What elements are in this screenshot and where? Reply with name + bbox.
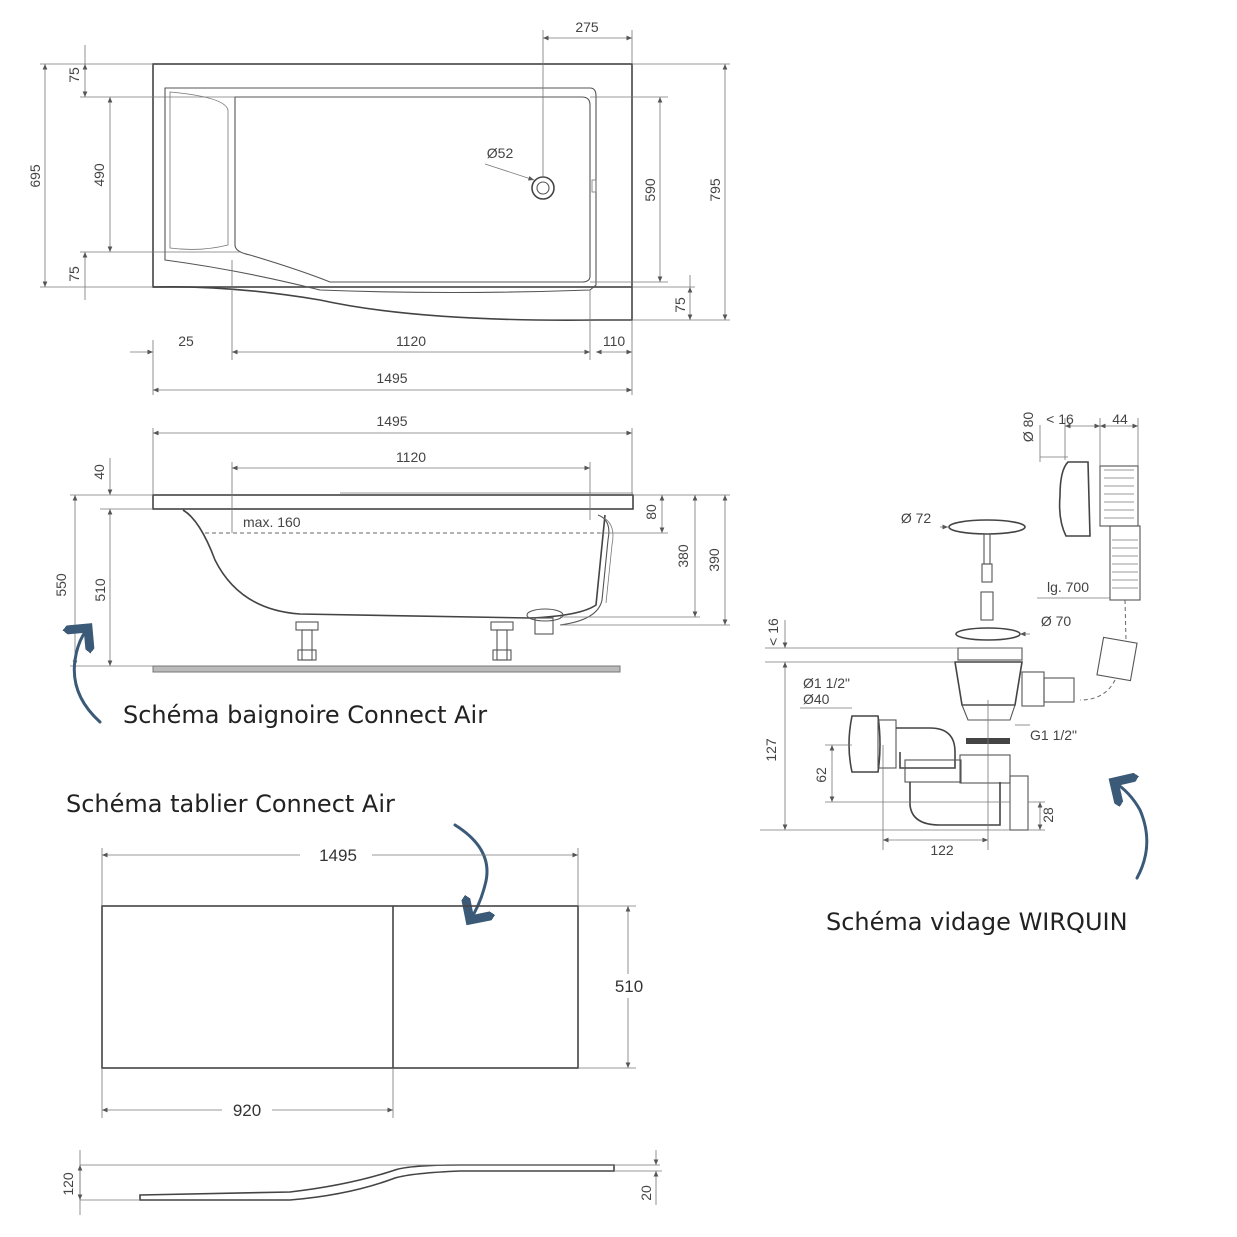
bath-side-view: 1495 1120 40 max. 160 80 380 390 550 510 [53,413,730,673]
bath-caption: Schéma baignoire Connect Air [123,701,487,729]
side-dim-1495: 1495 [376,413,407,429]
side-dim-80: 80 [643,504,659,520]
apron-dim-20: 20 [638,1185,654,1201]
drain-dim-o72: Ø 72 [901,510,932,526]
drain-view: Ø 80 < 16 44 Ø 72 lg. 700 Ø 70 < 16 Ø1 1… [760,411,1141,858]
drain-dim-o80: Ø 80 [1020,412,1036,443]
dim-275: 275 [575,19,599,35]
apron-dim-1495: 1495 [319,846,357,865]
side-dim-390: 390 [706,548,722,572]
drain-dim-44: 44 [1112,411,1128,427]
apron-dim-120: 120 [60,1172,76,1196]
side-dim-380: 380 [675,544,691,568]
drain-dim-g1-1-2: G1 1/2" [1030,727,1077,743]
apron-caption: Schéma tablier Connect Air [66,790,395,818]
drain-dim-o40: Ø40 [803,691,830,707]
dim-75-right: 75 [672,297,688,313]
dim-795: 795 [707,178,723,202]
bath-caption-arrow [74,628,102,724]
dim-490: 490 [91,163,107,187]
dim-75-top: 75 [66,67,82,83]
foot-right [490,621,514,661]
drain-dim-lt16-left: < 16 [765,618,781,646]
dim-75-bottom: 75 [66,266,82,282]
dim-o52: Ø52 [487,145,514,161]
foot-left [295,621,319,661]
drain-dim-lg700: lg. 700 [1047,579,1089,595]
bath-plan-view: 275 75 695 490 75 Ø52 590 795 75 25 1120… [27,19,730,395]
drain-dim-127: 127 [763,738,779,762]
side-dim-510: 510 [92,578,108,602]
drain-caption: Schéma vidage WIRQUIN [826,908,1128,936]
drain-dim-122: 122 [930,842,954,858]
apron-dim-920: 920 [233,1101,261,1120]
apron-caption-arrow [453,823,487,920]
dim-110: 110 [603,333,626,349]
drain-dim-lt16-top: < 16 [1046,411,1074,427]
drain-dim-o70: Ø 70 [1041,613,1072,629]
side-dim-550: 550 [53,573,69,597]
dim-695: 695 [27,164,43,188]
dim-1495: 1495 [376,370,407,386]
apron-dim-510: 510 [615,977,643,996]
side-max-160: max. 160 [243,514,301,530]
dim-1120: 1120 [396,333,426,349]
drain-dim-o1-1-2: Ø1 1/2" [803,675,850,691]
dim-590: 590 [642,178,658,202]
drain-caption-arrow [1114,782,1149,880]
side-dim-1120: 1120 [396,449,426,465]
side-dim-40: 40 [91,464,107,480]
apron-view: 1495 510 920 120 20 [60,845,662,1215]
drain-dim-62: 62 [813,767,829,783]
dim-25: 25 [178,333,194,349]
drain-dim-28: 28 [1040,807,1056,823]
